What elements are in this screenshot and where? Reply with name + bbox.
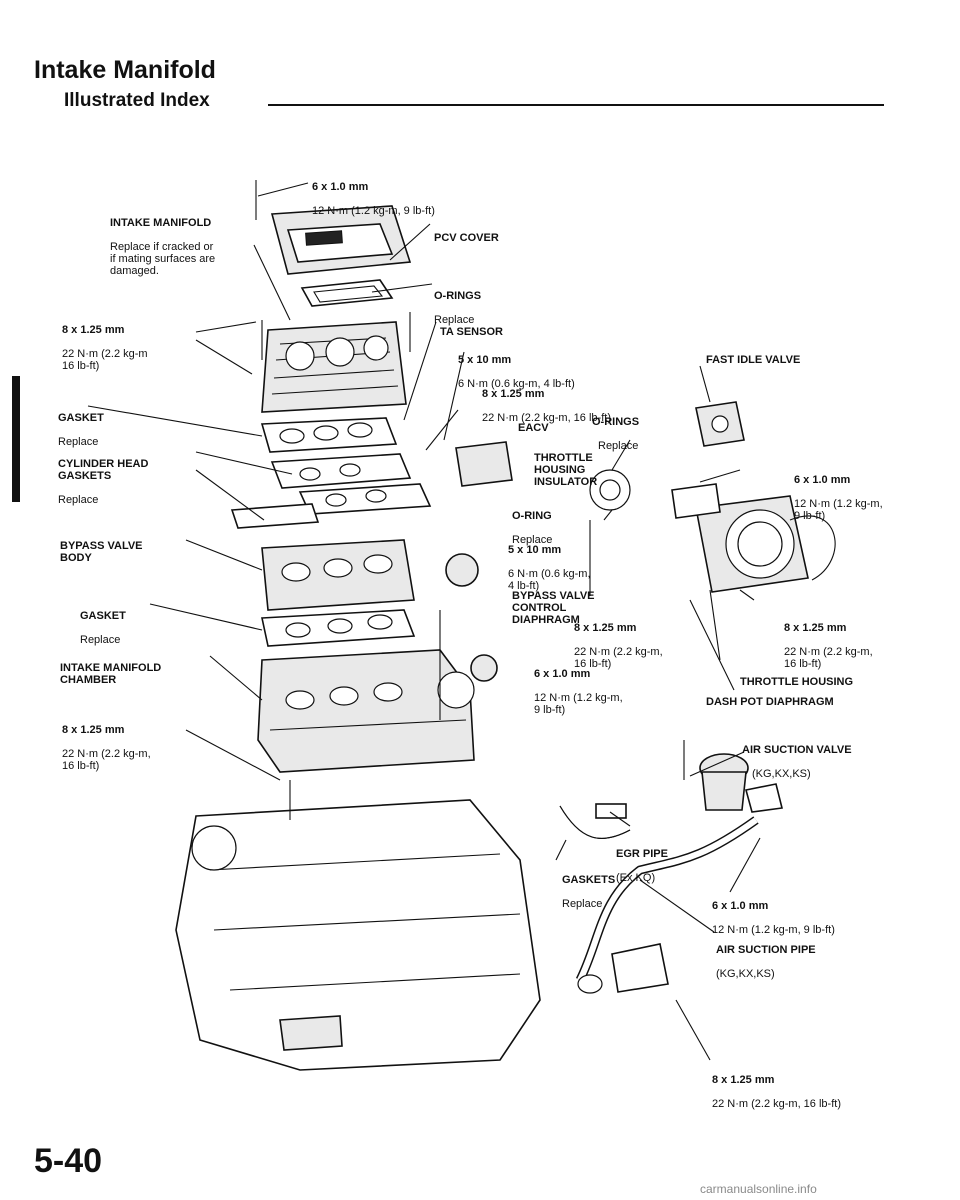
label-eacv: EACV [518,422,549,434]
pcv-cover-part [270,205,412,275]
label-bolt-8x125-bottom: 8 x 1.25 mm 22 N·m (2.2 kg-m, 16 lb-ft) [712,1074,841,1110]
intake-manifold-part [261,321,407,413]
label-bypass-valve-body: BYPASS VALVE BODY [60,540,143,564]
label-o-rings-top: O-RINGS Replace [434,290,482,326]
air-suction-valve-part [699,753,783,813]
throttle-housing-part [671,483,836,593]
bypass-diaphragm-part [445,553,498,682]
bolt-studs [255,180,685,820]
engine-block-part [175,799,541,1071]
watermark: carmanualsonline.info [700,1182,817,1196]
label-cylinder-head-gaskets: CYLINDER HEAD GASKETS Replace [58,458,149,506]
label-bolt-8x125-mid: 8 x 1.25 mm 22 N·m (2.2 kg-m, 16 lb-ft) [482,388,611,424]
label-gaskets-bottom: GASKETS Replace [562,874,616,910]
label-egr-pipe: EGR PIPE (Ex.KQ) [616,848,668,884]
page-subtitle: Illustrated Index [64,90,210,111]
label-gasket-2: GASKET Replace [80,610,126,646]
label-air-suction-valve: AIR SUCTION VALVE (KG,KX,KS) [742,744,852,780]
label-dash-pot-diaphragm: DASH POT DIAPHRAGM [706,696,834,708]
page-number: 5-40 [34,1142,103,1180]
label-fast-idle-valve: FAST IDLE VALVE [706,354,801,366]
label-bolt-left-bottom: 8 x 1.25 mm 22 N·m (2.2 kg-m, 16 lb-ft) [62,724,151,772]
label-gasket-1: GASKET Replace [58,412,104,448]
label-bolt-left-top: 8 x 1.25 mm 22 N·m (2.2 kg-m 16 lb-ft) [62,324,148,372]
label-bypass-valve-control-diaphragm: BYPASS VALVE CONTROL DIAPHRAGM [512,590,595,626]
gasket-lower-part [261,609,416,647]
label-o-rings-eacv: O-RINGS Replace [592,416,640,452]
label-intake-manifold: INTAKE MANIFOLD Replace if cracked or if… [110,217,216,277]
cylinder-head-gaskets-part [230,453,432,529]
label-o-ring-mid: O-RING Replace [512,510,553,546]
label-throttle-housing: THROTTLE HOUSING [740,676,854,688]
section-marker-bar [12,376,20,502]
intake-manifold-chamber-part [257,649,475,773]
air-suction-pipe-part [575,816,759,994]
o-ring-gasket-part [300,279,394,307]
label-ta-sensor: TA SENSOR [440,326,503,338]
label-bolt-8x125-center: 8 x 1.25 mm 22 N·m (2.2 kg-m, 16 lb-ft) [574,622,663,670]
page-title: Intake Manifold [34,56,216,84]
leader-lines [87,182,761,1061]
label-bolt-6x1-right: 6 x 1.0 mm 12 N·m (1.2 kg-m, 9 lb-ft) [794,474,883,522]
gasket-upper-part [260,417,398,453]
label-bolt-5x10-a: 5 x 10 mm 6 N·m (0.6 kg-m, 4 lb-ft) [458,354,575,390]
label-pcv-cover: PCV COVER [434,232,499,244]
label-bolt-8x125-right: 8 x 1.25 mm 22 N·m (2.2 kg-m, 16 lb-ft) [784,622,873,670]
egr-pipe-part [559,803,631,839]
label-throttle-housing-insulator: THROTTLE HOUSING INSULATOR [534,452,598,488]
label-bolt-6x1-bottom: 6 x 1.0 mm 12 N·m (1.2 kg-m, 9 lb-ft) [712,900,835,936]
bypass-valve-body-part [261,539,415,611]
fast-idle-valve-part [695,401,745,447]
label-intake-manifold-chamber: INTAKE MANIFOLD CHAMBER [60,662,162,686]
label-bolt-6x1-center: 6 x 1.0 mm 12 N·m (1.2 kg-m, 9 lb-ft) [534,668,623,716]
label-bolt-5x10-b: 5 x 10 mm 6 N·m (0.6 kg-m, 4 lb-ft) [508,544,591,592]
label-bolt-top: 6 x 1.0 mm 12 N·m (1.2 kg-m, 9 lb-ft) [312,181,435,217]
eacv-part [455,441,631,511]
label-air-suction-pipe: AIR SUCTION PIPE (KG,KX,KS) [716,944,816,980]
title-rule [268,104,884,106]
